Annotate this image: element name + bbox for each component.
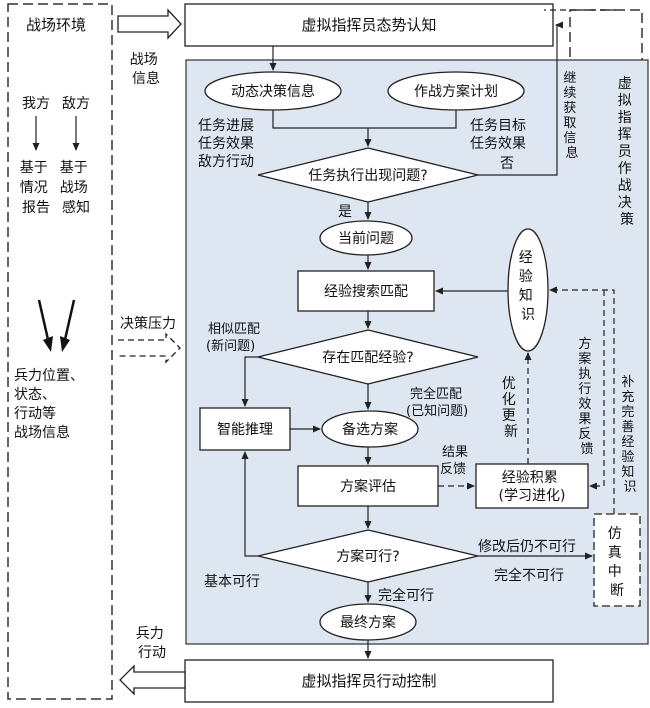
situation-awareness-text: 虚拟指挥员态势认知 (301, 16, 436, 34)
battle-env-hollow-arrow (117, 8, 182, 40)
conn-supplement-knowledge (549, 286, 615, 514)
dynamic-info-text: 动态决策信息 (231, 83, 315, 100)
plan-eval-text: 方案评估 (340, 478, 396, 495)
sim-interrupt-text: 仿 真 中 断 (608, 526, 626, 599)
vc-decision-text: 虚 拟 指 挥 员 作 战 决 策 (618, 76, 636, 228)
decision-pressure-dashed-arrow (118, 332, 181, 364)
match-exists-text: 存在匹配经验? (322, 350, 413, 366)
battle-info-label: 战场 信息 (130, 52, 162, 87)
experience-accum-text: 经验积累 (学习进化) (499, 470, 566, 504)
plan-feedback-label: 方 案 执 行 效 果 反 馈 (578, 336, 595, 457)
still-infeasible-label: 修改后仍不可行 (478, 539, 576, 555)
sim-interrupt-box (593, 513, 641, 607)
battle-plan-text: 作战方案计划 (414, 83, 498, 100)
candidate-plan-ellipse (321, 410, 419, 448)
big-arrow-right (62, 299, 76, 345)
task-problem-text: 任务执行出现问题? (308, 168, 427, 184)
perception-label: 基于 战场 感知 (60, 159, 92, 216)
fully-feasible-label: 完全可行 (378, 587, 434, 604)
report-label: 基于 情况 报告 (20, 159, 52, 216)
yes-label: 是 (338, 204, 352, 220)
battle-info-detail: 兵力位置、 状态、 行动等 战场信息 (14, 368, 88, 441)
conn-inputs-merge (272, 110, 457, 129)
conn-basic-reasoning (241, 451, 258, 557)
current-problem-ellipse (319, 220, 413, 256)
experience-accum-box (475, 463, 589, 509)
battlefield-env-label: 战场环境 (26, 16, 86, 34)
force-action-hollow-arrow (119, 664, 186, 696)
continue-acquire-label: 继 续 获 取 信 息 (563, 71, 580, 161)
situation-awareness-box (184, 3, 554, 47)
enemy-side-label: 敌方 (62, 96, 90, 112)
no-label: 否 (500, 156, 514, 172)
conn-feedback-accum (589, 290, 605, 490)
similar-match-label: 相似匹配 (新问题) (206, 322, 264, 354)
left-environment-panel (7, 3, 113, 700)
plan-feasible-text: 方案可行? (336, 548, 399, 565)
experience-search-box (297, 270, 435, 312)
totally-infeasible-label: 完全不可行 (494, 567, 564, 584)
candidate-plan-text: 备选方案 (342, 421, 398, 438)
big-arrow-left (37, 299, 51, 345)
final-plan-text: 最终方案 (340, 614, 396, 631)
decision-pressure-label: 决策压力 (120, 315, 176, 332)
force-action-label: 兵力 行动 (136, 626, 168, 661)
our-side-label: 我方 (22, 96, 50, 112)
optimize-update-label: 优 化 更 新 (502, 376, 520, 440)
result-feedback-label: 结果 反馈 (440, 445, 472, 477)
current-problem-text: 当前问题 (338, 230, 394, 247)
big-arrow-left-head (43, 336, 53, 352)
task-progress-label: 任务进展 任务效果 敌方行动 (198, 118, 258, 170)
full-match-label: 完全匹配 (已知问题) (406, 386, 468, 419)
task-goal-label: 任务目标 任务效果 (470, 118, 530, 152)
experience-knowledge-ellipse (507, 228, 549, 352)
smart-reasoning-text: 智能推理 (217, 422, 273, 438)
smart-reasoning-box (199, 407, 291, 451)
action-control-text: 虚拟指挥员行动控制 (301, 672, 436, 690)
supplement-knowledge-label: 补 充 完 善 经 验 知 识 (621, 375, 638, 495)
experience-search-text: 经验搜索匹配 (324, 283, 408, 300)
big-arrow-right-head (60, 336, 70, 352)
conn-similar-reasoning (241, 356, 258, 407)
basic-feasible-label: 基本可行 (204, 573, 260, 590)
experience-knowledge-text: 经 验 知 识 (519, 250, 537, 323)
